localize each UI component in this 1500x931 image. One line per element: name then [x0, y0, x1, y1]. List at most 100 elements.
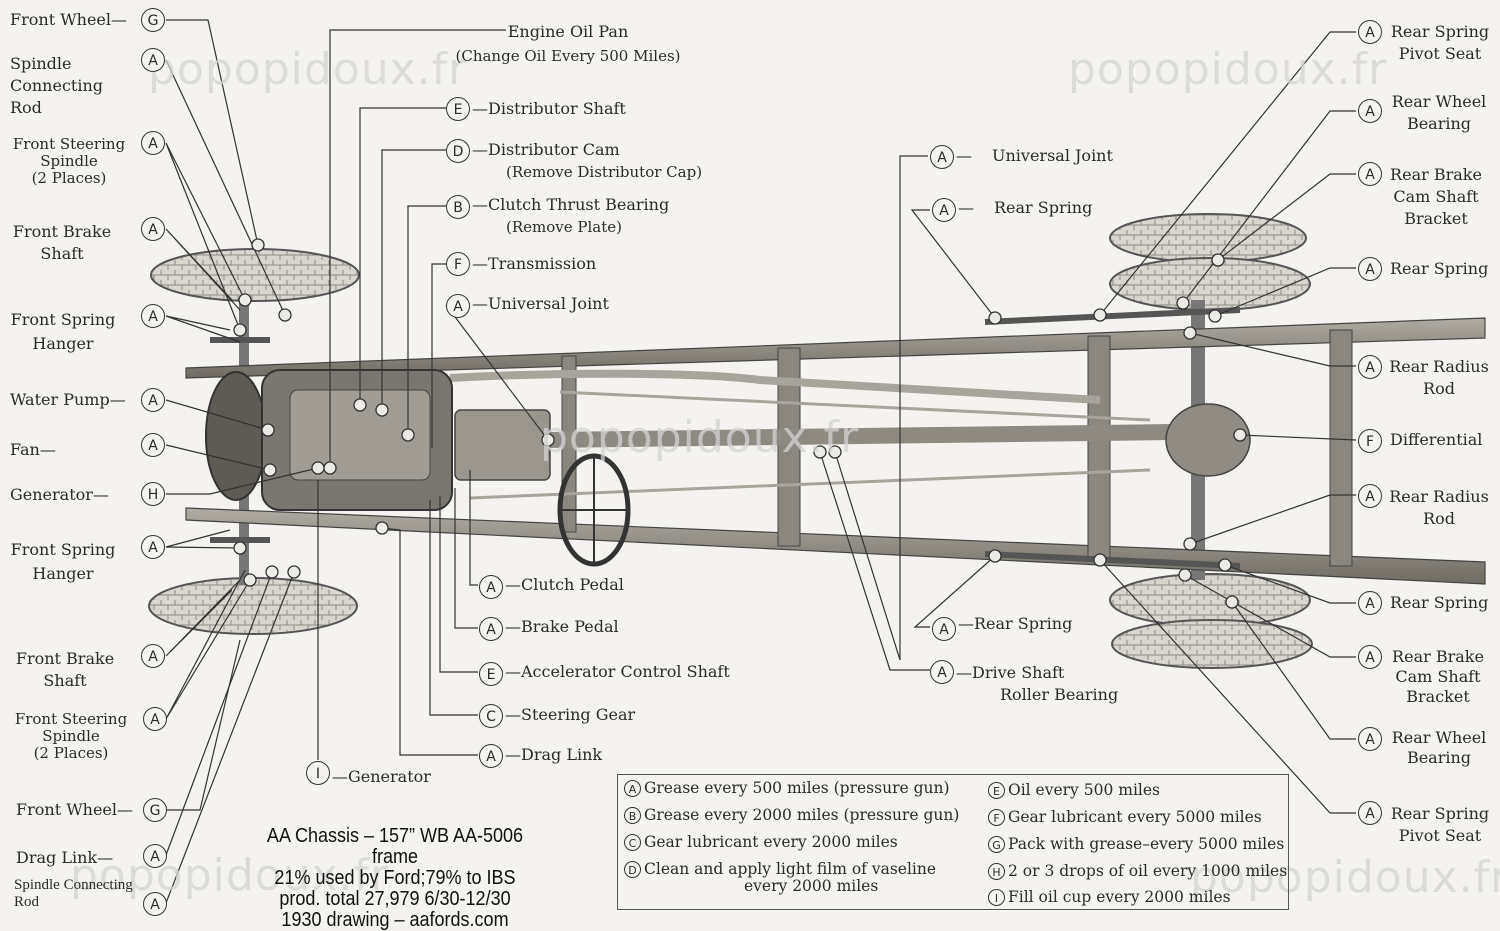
label-distributor-shaft: —Distributor Shaft: [472, 99, 626, 118]
watermark: popopidoux.fr: [1190, 852, 1500, 903]
badge-key: G: [141, 8, 165, 32]
credit-text: AA Chassis – 157” WB AA-5006 frame 21% u…: [266, 825, 524, 931]
badge-key: C: [479, 704, 503, 728]
badge-key: A: [932, 198, 956, 222]
badge-key: A: [141, 644, 165, 668]
label-transmission: —Transmission: [472, 254, 597, 273]
badge-key: B: [446, 195, 470, 219]
label-rear-spring-right-bottom: Rear Spring: [1390, 593, 1489, 612]
label-water-pump: Water Pump—: [10, 390, 126, 409]
badge-key: A: [1358, 801, 1382, 825]
badge-key: G: [143, 798, 167, 822]
badge-key: A: [932, 617, 956, 641]
watermark: popopidoux.fr: [70, 850, 390, 901]
label-engine-oil-pan: Engine Oil Pan(Change Oil Every 500 Mile…: [455, 22, 681, 65]
badge-key: A: [1358, 645, 1382, 669]
badge-key: I: [306, 761, 330, 785]
badge-key: A: [141, 388, 165, 412]
rear-tires-lower: [1109, 573, 1313, 669]
watermark: popopidoux.fr: [1068, 44, 1388, 95]
radiator: [205, 371, 267, 501]
badge-key: A: [141, 131, 165, 155]
label-steering-gear: —Steering Gear: [505, 705, 636, 724]
badge-key: A: [143, 892, 167, 916]
steering-wheel: [557, 453, 631, 567]
transmission-box: [454, 409, 551, 481]
label-rear-spring-middle-bottom: —Rear Spring: [958, 614, 1073, 633]
label-accelerator-control-shaft: —Accelerator Control Shaft: [505, 662, 730, 681]
label-clutch-thrust-bearing: —Clutch Thrust Bearing(Remove Plate): [472, 195, 670, 236]
badge-key: A: [141, 304, 165, 328]
label-front-wheel-bottom: Front Wheel—: [16, 800, 134, 819]
differential: [1165, 403, 1251, 477]
badge-key: F: [446, 252, 470, 276]
label-differential: Differential: [1390, 430, 1483, 449]
badge-key: A: [479, 575, 503, 599]
front-tire-upper: [150, 248, 360, 302]
badge-key: A: [1358, 257, 1382, 281]
badge-key: A: [1358, 484, 1382, 508]
label-generator-center: —Generator: [332, 767, 431, 786]
label-generator-left: Generator—: [10, 485, 109, 504]
badge-key: A: [1358, 727, 1382, 751]
badge-key: A: [446, 294, 470, 318]
badge-key: E: [446, 97, 470, 121]
badge-key: A: [143, 844, 167, 868]
badge-key: A: [1358, 20, 1382, 44]
label-distributor-cam: —Distributor Cam(Remove Distributor Cap): [472, 140, 703, 181]
label-fan: Fan—: [10, 440, 56, 459]
badge-key: A: [930, 145, 954, 169]
badge-key: A: [1358, 355, 1382, 379]
label-drag-link-center: —Drag Link: [505, 745, 603, 764]
badge-key: A: [1358, 591, 1382, 615]
badge-key: A: [141, 535, 165, 559]
badge-key: E: [479, 662, 503, 686]
label-clutch-pedal: —Clutch Pedal: [505, 575, 624, 594]
watermark: popopidoux.fr: [540, 412, 860, 463]
rear-tires-upper: [1109, 213, 1311, 311]
badge-key: A: [479, 617, 503, 641]
front-tire-lower: [148, 577, 358, 635]
badge-key: A: [479, 744, 503, 768]
badge-key: A: [1358, 162, 1382, 186]
badge-key: A: [141, 217, 165, 241]
label-rear-spring-right-top: Rear Spring: [1390, 259, 1489, 278]
badge-key: A: [141, 433, 165, 457]
label-universal-joint-middle: —Universal Joint: [956, 146, 1113, 165]
drive-shaft: [547, 424, 1171, 448]
badge-key: D: [446, 139, 470, 163]
label-front-wheel-top: Front Wheel—: [10, 10, 128, 29]
frame-rail-upper: [185, 317, 1486, 379]
label-universal-joint-center: —Universal Joint: [472, 294, 609, 313]
badge-key: F: [1358, 429, 1382, 453]
